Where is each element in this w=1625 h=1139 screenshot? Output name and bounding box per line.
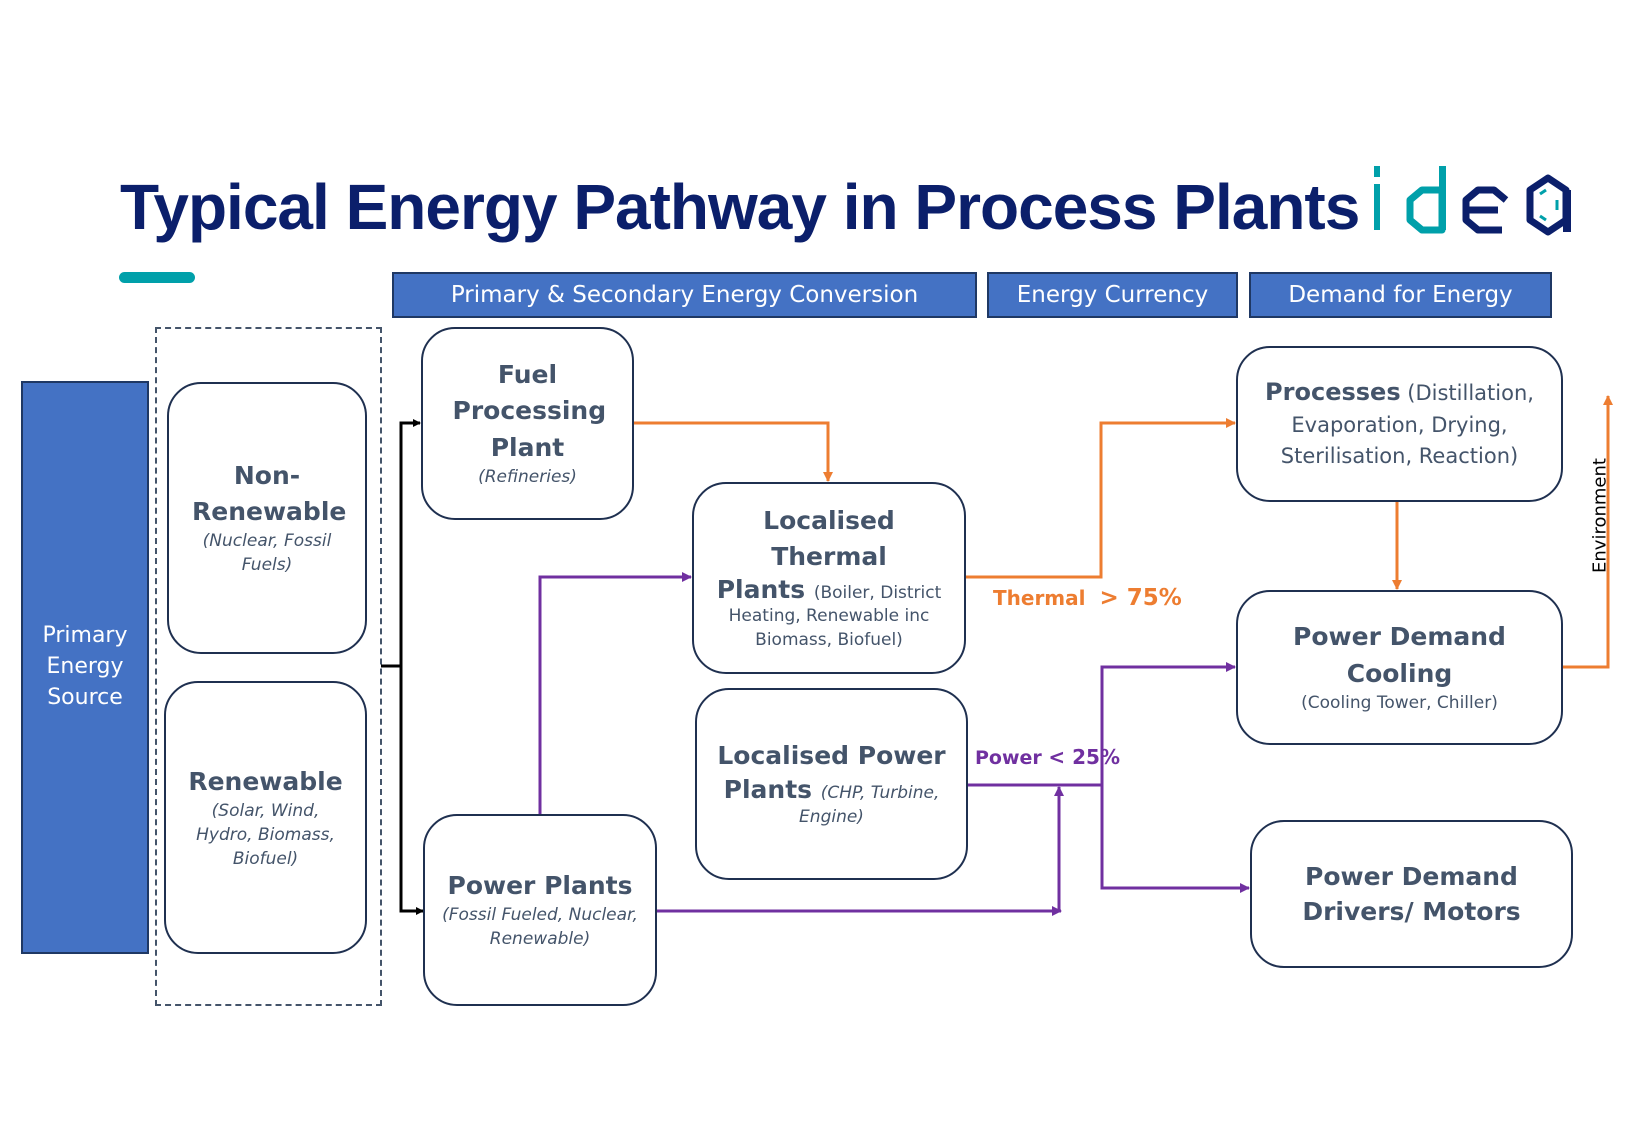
header-primary-secondary-conversion: Primary & Secondary Energy Conversion (392, 272, 977, 318)
node-title: Power Demand Cooling (1293, 622, 1506, 688)
thermal-flow-name: Thermal (993, 586, 1086, 610)
feed-to-power-plants (399, 666, 424, 915)
node-title: Power Demand Drivers/ Motors (1302, 862, 1521, 926)
thermal-to-processes-arrow (966, 418, 1236, 579)
node-processes[interactable]: Processes (Distillation, Evaporation, Dr… (1236, 346, 1563, 502)
node-title: Renewable (188, 766, 343, 796)
node-detail: (Distillation, (1407, 381, 1534, 406)
title-underline-accent (119, 272, 195, 283)
node-title: Localised Power (717, 740, 946, 770)
thermal-flow-share: > 75% (1099, 585, 1182, 611)
primary-energy-source-label: Primary Energy Source (42, 623, 128, 710)
node-detail: (Solar, Wind, Hydro, Biomass, Biofuel) (196, 800, 335, 869)
idea-logo-icon (1374, 166, 1571, 236)
page-title: Typical Energy Pathway in Process Plants (120, 171, 1360, 243)
node-detail: (Boiler, District (813, 583, 942, 604)
node-power-demand-drivers-motors[interactable]: Power Demand Drivers/ Motors (1250, 820, 1573, 968)
node-non-renewable[interactable]: Non-Renewable (Nuclear, Fossil Fuels) (167, 382, 367, 654)
node-detail: (Refineries) (478, 466, 577, 487)
power-flow-name: Power (975, 747, 1042, 769)
header-demand-for-energy: Demand for Energy (1249, 272, 1552, 318)
feed-to-fuel-processing (399, 419, 421, 666)
node-detail: (Fossil Fueled, Nuclear, Renewable) (442, 905, 638, 950)
thermal-share-label: Thermal > 75% (993, 585, 1182, 611)
power-flow-share: < 25% (1048, 745, 1121, 769)
node-title: Localised Thermal (763, 505, 895, 572)
node-localised-power-plants[interactable]: Localised Power Plants (CHP, Turbine, En… (695, 688, 968, 880)
energy-source-types-group (155, 327, 382, 1006)
node-title-cont: Plants (723, 774, 813, 804)
node-detail: (Nuclear, Fossil Fuels) (202, 531, 332, 576)
node-detail-cont: Heating, Renewable inc Biomass, Biofuel) (728, 606, 930, 651)
node-title: Fuel Processing Plant (452, 360, 607, 462)
node-title-cont: Plants (716, 575, 806, 605)
cooling-to-environment-arrow (1563, 395, 1613, 669)
power-share-label: Power < 25% (975, 745, 1120, 769)
power-plants-to-thermal-arrow (538, 572, 692, 814)
power-to-cooling-arrow (1100, 662, 1236, 785)
node-fuel-processing-plant[interactable]: Fuel Processing Plant (Refineries) (421, 327, 634, 520)
node-title: Processes (1265, 378, 1401, 407)
node-renewable[interactable]: Renewable (Solar, Wind, Hydro, Biomass, … (164, 681, 367, 954)
node-title: Power Plants (447, 871, 633, 901)
environment-label: Environment (1589, 458, 1611, 573)
node-detail-cont: Evaporation, Drying, Sterilisation, Reac… (1280, 412, 1519, 469)
header-energy-currency: Energy Currency (987, 272, 1238, 318)
node-power-demand-cooling[interactable]: Power Demand Cooling (Cooling Tower, Chi… (1236, 590, 1563, 745)
node-power-plants[interactable]: Power Plants (Fossil Fueled, Nuclear, Re… (423, 814, 657, 1006)
node-title: Non-Renewable (192, 460, 347, 527)
primary-energy-source-block: Primary Energy Source (21, 381, 149, 954)
fuel-to-thermal-arrow (634, 421, 833, 482)
power-to-drivers-arrow (1100, 785, 1250, 893)
node-localised-thermal-plants[interactable]: Localised Thermal Plants (Boiler, Distri… (692, 482, 966, 674)
node-detail: (CHP, Turbine, (820, 782, 940, 803)
node-detail: (Cooling Tower, Chiller) (1301, 692, 1498, 713)
node-detail-cont: Engine) (799, 807, 864, 828)
